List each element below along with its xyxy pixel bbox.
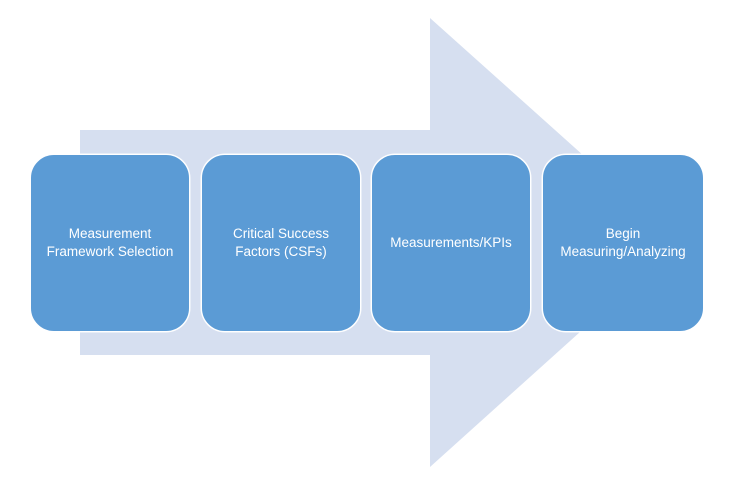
step-label: Critical Success Factors (CSFs) bbox=[232, 226, 330, 259]
step-measurements-kpis: Measurements/KPIs bbox=[371, 154, 531, 332]
step-label: Measurements/KPIs bbox=[390, 235, 512, 250]
step-begin-measuring-analyzing: Begin Measuring/Analyzing bbox=[542, 154, 704, 332]
step-measurement-framework-selection: Measurement Framework Selection bbox=[30, 154, 190, 332]
step-label: Begin Measuring/Analyzing bbox=[560, 226, 686, 259]
step-label: Measurement Framework Selection bbox=[46, 226, 174, 259]
step-critical-success-factors: Critical Success Factors (CSFs) bbox=[201, 154, 361, 332]
